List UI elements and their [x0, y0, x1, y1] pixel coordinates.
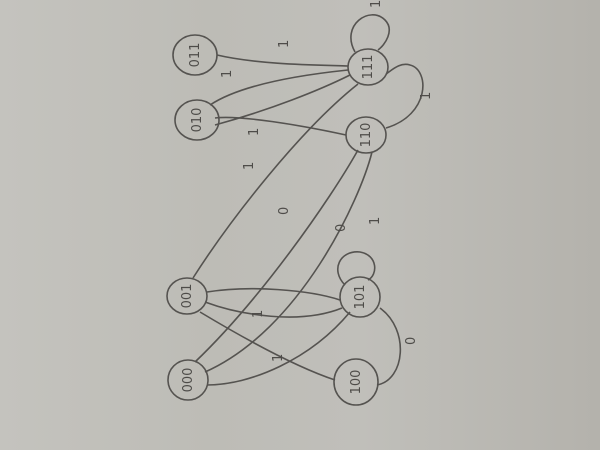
- svg-text:1: 1: [369, 0, 384, 8]
- node-label: 001: [180, 284, 195, 309]
- node-011: 011: [172, 34, 218, 76]
- svg-text:0: 0: [277, 207, 292, 215]
- node-001: 001: [166, 277, 208, 315]
- edges: [192, 14, 424, 386]
- edge-labels: 1 1 1 1 1 0 0 1 1 1 1 0: [220, 0, 434, 362]
- node-100: 100: [333, 358, 379, 406]
- node-111: 111: [347, 48, 389, 86]
- node-label: 011: [188, 43, 203, 68]
- node-label: 110: [359, 123, 374, 148]
- node-101: 101: [339, 276, 381, 318]
- node-label: 101: [353, 285, 368, 310]
- svg-text:1: 1: [368, 217, 383, 225]
- svg-text:0: 0: [334, 224, 349, 232]
- node-label: 111: [361, 55, 376, 80]
- svg-text:1: 1: [242, 162, 257, 170]
- svg-text:1: 1: [251, 310, 266, 318]
- svg-text:1: 1: [220, 70, 235, 78]
- node-010: 010: [174, 99, 220, 141]
- svg-text:1: 1: [277, 40, 292, 48]
- svg-text:1: 1: [271, 354, 286, 362]
- svg-text:0: 0: [404, 337, 419, 345]
- node-label: 100: [349, 370, 364, 395]
- svg-text:1: 1: [247, 128, 262, 136]
- node-110: 110: [345, 116, 387, 154]
- node-000: 000: [167, 359, 209, 401]
- node-label: 010: [190, 108, 205, 133]
- node-label: 000: [181, 368, 196, 393]
- svg-text:1: 1: [419, 92, 434, 100]
